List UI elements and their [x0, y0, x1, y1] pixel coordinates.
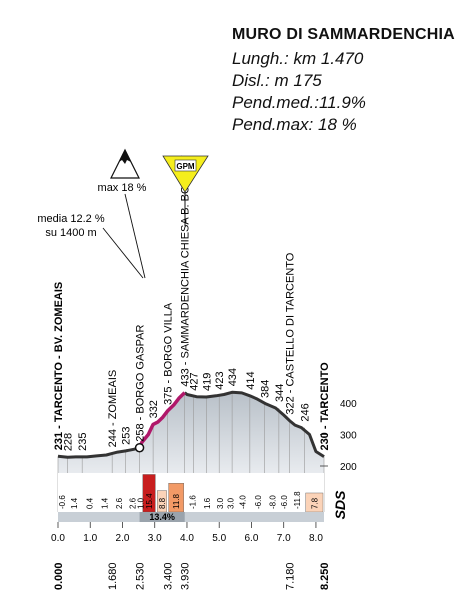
climb-start-dot	[134, 442, 145, 453]
place-label: 423	[214, 371, 226, 389]
gradient-value-label: -11.8	[293, 491, 302, 509]
climb-grade-label: 13.4%	[149, 512, 175, 522]
climb-length: Lungh.: km 1.470	[232, 49, 364, 68]
gradient-value-label: 15.4	[145, 493, 154, 509]
climb-name: MURO DI SAMMARDENCHIA	[232, 26, 455, 43]
gradient-value-label: -8.0	[268, 495, 277, 509]
gradient-value-label: 11.8	[172, 493, 181, 509]
gradient-value-label: 7.8	[310, 497, 319, 509]
gradient-value-label: 0.4	[85, 497, 94, 509]
profile-area-layer	[58, 392, 324, 473]
average-gradient-marker: media 12.2 % su 1400 m	[37, 213, 144, 279]
gradient-value-label: -4.0	[239, 495, 248, 509]
km-marker-label: 2.530	[135, 562, 147, 590]
place-label: 433 - SAMMARDENCHIA CHIESA B. BOSCUT	[180, 155, 192, 386]
climb-max-gradient: Pend.max: 18 %	[232, 115, 357, 134]
x-tick-label: 4.0	[180, 533, 194, 544]
place-label: 375 - BORGO VILLA	[163, 302, 175, 405]
gradient-value-label: 8.8	[158, 497, 167, 509]
place-label: 322 - CASTELLO DI TARCENTO	[285, 252, 297, 414]
place-label: 419	[201, 373, 213, 391]
gradient-value-label: 1.4	[70, 497, 79, 509]
y-tick-label: 200	[340, 462, 357, 473]
gradient-bars-layer	[58, 473, 324, 522]
km-marker-label: 7.180	[285, 562, 297, 590]
max-gradient-label: max 18 %	[98, 182, 147, 194]
gradient-band	[58, 473, 324, 512]
km-marker-label: 3.400	[163, 562, 175, 590]
sds-logo: SDS	[332, 490, 348, 519]
gradient-value-label: -0.6	[58, 495, 67, 509]
max-gradient-marker: max 18 %	[98, 148, 147, 279]
place-label: 414	[245, 371, 257, 389]
place-label: 244 - ZOMEAIS	[107, 370, 119, 448]
gradient-value-label: -6.0	[280, 495, 289, 509]
gradient-value-label: 1.0	[137, 497, 146, 509]
gradient-value-label: -6.0	[254, 495, 263, 509]
place-label: 246	[300, 403, 312, 421]
place-label: 434	[227, 368, 239, 386]
climb-average-gradient: Pend.med.:11.9%	[232, 93, 366, 112]
profile-area	[58, 392, 324, 473]
y-tick-label: 300	[340, 431, 357, 442]
x-tick-label: 7.0	[277, 533, 291, 544]
place-label: 230 - TARCENTO	[319, 362, 331, 451]
km-marker-label: 1.680	[107, 562, 119, 590]
gradient-value-label: 1.4	[100, 497, 109, 509]
gradient-value-label: 3.0	[216, 497, 225, 509]
x-tick-label: 5.0	[212, 533, 226, 544]
place-label: 231 - TARCENTO - BV. ZOMEAIS	[53, 282, 65, 451]
gpm-triangle-icon	[162, 155, 209, 193]
x-tick-label: 1.0	[83, 533, 97, 544]
climb-grade-band	[139, 512, 185, 522]
place-label: 332	[148, 400, 160, 418]
average-gradient-distance: su 1400 m	[45, 227, 96, 239]
place-label: 235	[77, 433, 89, 451]
average-gradient-label: media 12.2 %	[37, 213, 104, 225]
place-label: 253	[121, 427, 133, 445]
x-tick-label: 6.0	[245, 533, 259, 544]
place-label: 344	[274, 384, 286, 402]
profile-line-layer	[57, 390, 325, 459]
gpm-label: GPM	[176, 162, 195, 171]
gpm-marker: GPM	[162, 155, 209, 226]
km-marker-label: 8.250	[319, 562, 331, 590]
x-tick-label: 8.0	[309, 533, 323, 544]
climb-elevation-gain: Disl.: m 175	[232, 71, 322, 90]
profile-line	[183, 390, 325, 458]
x-tick-label: 3.0	[148, 533, 162, 544]
x-tick-label: 0.0	[51, 533, 65, 544]
gradient-value-label: 1.6	[203, 497, 212, 509]
place-label: 228	[63, 433, 75, 451]
profile-line	[57, 446, 140, 459]
km-marker-label: 3.930	[180, 562, 192, 590]
km-marker-label: 0.000	[53, 562, 65, 590]
grade-band	[58, 512, 324, 522]
x-tick-label: 2.0	[116, 533, 130, 544]
place-label: 384	[259, 380, 271, 398]
gradient-value-label: 2.6	[129, 497, 138, 509]
gradient-value-label: 2.6	[115, 497, 124, 509]
place-label: 258 - BORGO GASPAR	[135, 325, 147, 442]
gradient-value-label: 3.0	[226, 497, 235, 509]
place-label: 427	[188, 372, 200, 390]
climb-line	[137, 391, 186, 449]
climb-info-panel: MURO DI SAMMARDENCHIA Lungh.: km 1.470 D…	[232, 26, 468, 136]
gradient-value-label: -1.6	[188, 495, 197, 509]
y-tick-label: 400	[340, 399, 357, 410]
